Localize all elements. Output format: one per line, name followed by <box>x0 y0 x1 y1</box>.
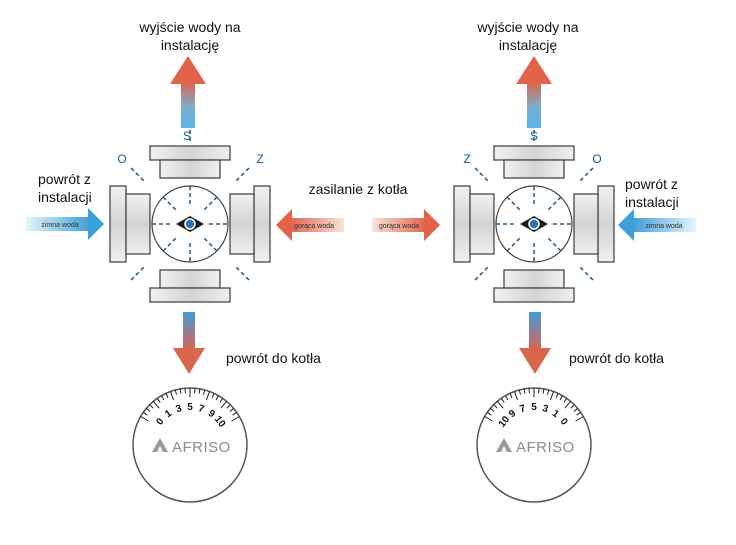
left-brand-text: AFRISO <box>172 439 231 456</box>
right-dial-scale-label: 5 <box>531 402 537 413</box>
left-outlet-line2: instalację <box>120 36 260 54</box>
right-return-installation-line2: instalacji <box>625 193 679 211</box>
left-letter-o: O <box>117 152 126 166</box>
right-return-installation-label: powrót z instalacji <box>625 175 679 211</box>
right-return-boiler-arrow <box>519 312 551 374</box>
right-return-installation-line1: powrót z <box>625 175 679 193</box>
right-outlet-label: wyjście wody na instalację <box>458 18 598 54</box>
left-return-installation-label: powrót z instalacji <box>38 170 92 206</box>
left-return-boiler-label: powrót do kotła <box>226 349 321 367</box>
left-letter-z: Z <box>256 152 263 166</box>
right-outlet-arrow <box>516 56 552 128</box>
boiler-supply-label: zasilanie z kotła <box>288 180 428 198</box>
right-outlet-line2: instalację <box>458 36 598 54</box>
right-valve <box>372 56 696 374</box>
left-hot-water-text: gorąca woda <box>294 223 334 230</box>
right-hot-water-text: gorąca woda <box>379 223 419 230</box>
left-outlet-line1: wyjście wody na <box>120 18 260 36</box>
left-dial-scale-label: 5 <box>187 402 193 413</box>
left-outlet-label: wyjście wody na instalację <box>120 18 260 54</box>
left-return-boiler-arrow <box>173 312 205 374</box>
left-cold-water-text: zimna woda <box>41 222 78 229</box>
left-return-installation-line1: powrót z <box>38 170 92 188</box>
left-return-installation-line2: instalacji <box>38 188 92 206</box>
right-letter-o: O <box>592 152 601 166</box>
right-return-boiler-label: powrót do kotła <box>569 349 664 367</box>
left-outlet-arrow <box>170 56 206 128</box>
right-cold-water-text: zimna woda <box>645 223 682 230</box>
right-letter-s: S <box>530 129 538 143</box>
right-brand-text: AFRISO <box>516 439 575 456</box>
left-valve <box>26 56 344 374</box>
left-letter-s: S <box>183 129 191 143</box>
right-outlet-line1: wyjście wody na <box>458 18 598 36</box>
right-letter-z: Z <box>463 152 470 166</box>
